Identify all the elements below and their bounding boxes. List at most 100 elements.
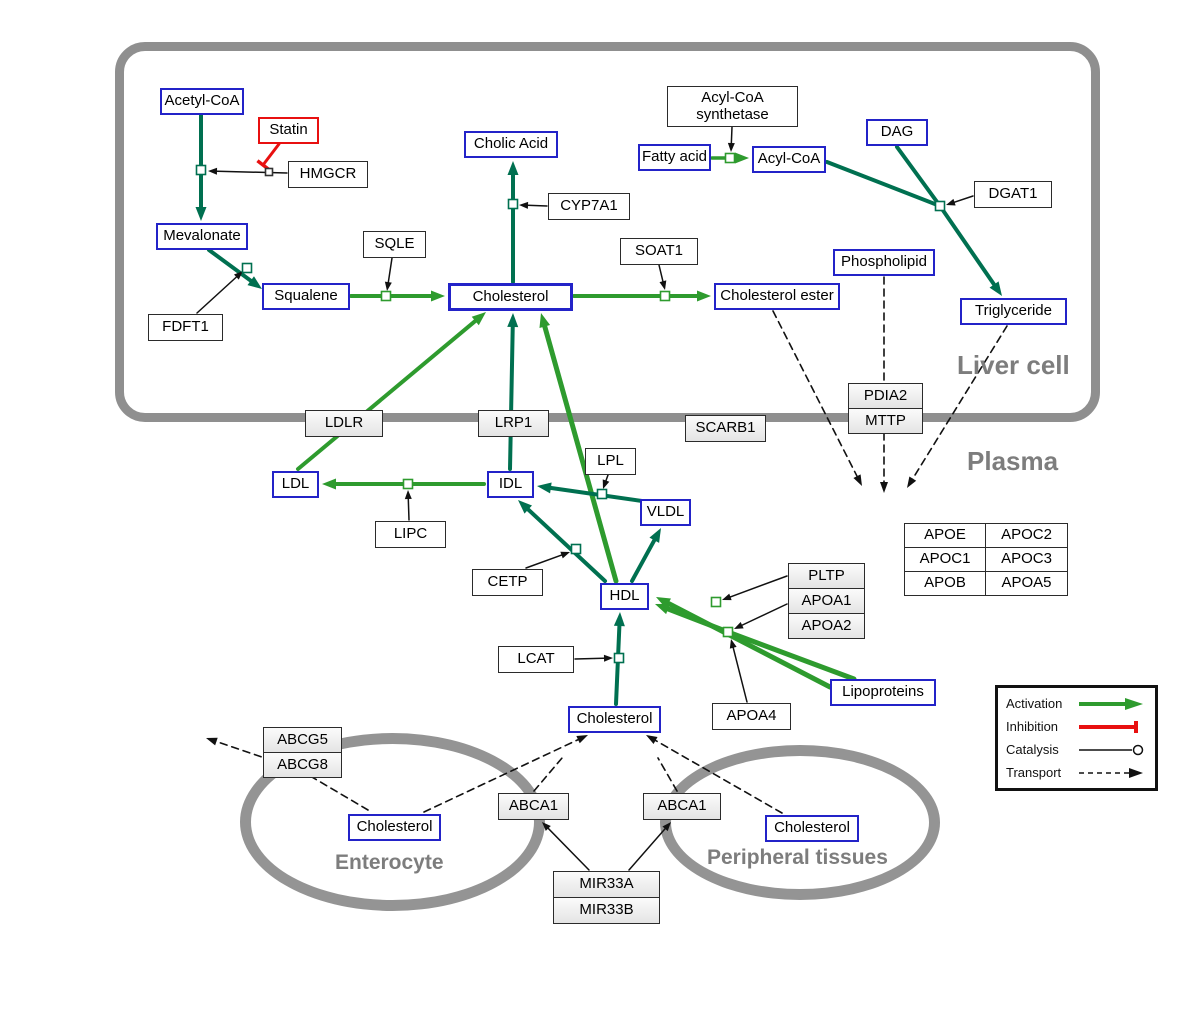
node-pdia2[interactable]: PDIA2	[848, 383, 923, 409]
node-apoc3[interactable]: APOC3	[985, 547, 1068, 572]
conversion-node-10	[710, 596, 722, 608]
node-mevalonate[interactable]: Mevalonate	[156, 223, 248, 250]
edge-hmgcr-catalysis	[212, 170, 288, 174]
node-apoa1[interactable]: APOA1	[788, 588, 865, 614]
node-statin[interactable]: Statin	[258, 117, 319, 144]
node-cholesterol-ester[interactable]: Cholesterol ester	[714, 283, 840, 310]
node-lipc[interactable]: LIPC	[375, 521, 446, 548]
node-pltp[interactable]: PLTP	[788, 563, 865, 589]
catalysis-circle-icon	[1079, 744, 1144, 755]
node-vldl[interactable]: VLDL	[640, 499, 691, 526]
edge-apoa1-apoa2-catalysis	[737, 603, 788, 628]
node-abcg5[interactable]: ABCG5	[263, 727, 342, 753]
legend-transport-label: Transport	[1006, 765, 1062, 780]
arrowhead-mir33-to-abca1-enterocyte	[542, 822, 551, 831]
node-fatty-acid[interactable]: Fatty acid	[638, 144, 711, 171]
edge-statin-inhibits-hmgcr	[261, 142, 281, 167]
node-apoe[interactable]: APOE	[904, 523, 986, 548]
node-cyp7a1[interactable]: CYP7A1	[548, 193, 630, 220]
node-sqle[interactable]: SQLE	[363, 231, 426, 258]
enterocyte-region	[240, 733, 545, 911]
arrowhead-cetp-catalysis	[560, 551, 570, 559]
node-soat1[interactable]: SOAT1	[620, 238, 698, 265]
arrowhead-fdft1-catalysis	[233, 271, 243, 280]
edge-lipc-catalysis	[407, 494, 410, 521]
node-mir33b[interactable]: MIR33B	[553, 897, 660, 924]
edge-abca1-enterocyte-stub	[533, 757, 563, 792]
edge-mevalonate-to-squalene	[207, 248, 256, 286]
conversion-node-0	[195, 164, 207, 176]
arrowhead-apoa1-apoa2-catalysis	[734, 621, 744, 629]
node-mir33a[interactable]: MIR33A	[553, 871, 660, 898]
node-acyl-coa-synthetase[interactable]: Acyl-CoA synthetase	[667, 86, 798, 127]
node-ldlr[interactable]: LDLR	[305, 410, 383, 437]
node-hmgcr[interactable]: HMGCR	[288, 161, 368, 188]
edge-fdft1-catalysis	[196, 273, 241, 314]
node-cholesterol-enterocyte[interactable]: Cholesterol	[348, 814, 441, 841]
node-triglyceride[interactable]: Triglyceride	[960, 298, 1067, 325]
node-apoa2[interactable]: APOA2	[788, 613, 865, 639]
arrowhead-cholesterol-to-cholic-acid	[507, 161, 519, 175]
arrowhead-vldl-to-idl	[537, 482, 552, 494]
arrowhead-lcat-catalysis	[603, 654, 613, 662]
node-lrp1[interactable]: LRP1	[478, 410, 549, 437]
edge-cholesterol-ester-secretion	[772, 310, 860, 481]
transport-dashed-arrow-icon	[1079, 767, 1143, 778]
node-cholesterol-plasma[interactable]: Cholesterol	[568, 706, 661, 733]
arrowhead-apoa4-catalysis	[729, 639, 737, 649]
arrowhead-acyl-coa-synthetase-catalysis	[727, 142, 735, 152]
legend-row-activation: Activation	[1006, 696, 1147, 712]
legend-row-catalysis: Catalysis	[1006, 742, 1147, 758]
edge-mir33-to-abca1-peripheral	[628, 825, 669, 871]
node-cholesterol-liver[interactable]: Cholesterol	[448, 283, 573, 311]
node-mttp[interactable]: MTTP	[848, 408, 923, 434]
arrowhead-soat1-catalysis	[659, 280, 667, 290]
node-acyl-coa[interactable]: Acyl-CoA	[752, 146, 826, 173]
activation-arrow-icon	[1079, 697, 1143, 710]
arrowhead-idl-to-ldl	[322, 478, 336, 490]
legend-catalysis-label: Catalysis	[1006, 742, 1059, 757]
node-apoc1[interactable]: APOC1	[904, 547, 986, 572]
arrowhead-cholesterol-abcg-efflux	[206, 737, 218, 746]
node-apob[interactable]: APOB	[904, 571, 986, 596]
node-dag[interactable]: DAG	[866, 119, 928, 146]
node-abca1-enterocyte[interactable]: ABCA1	[498, 793, 569, 820]
node-hdl[interactable]: HDL	[600, 583, 649, 610]
conversion-node-4	[659, 290, 671, 302]
arrowhead-hdl-to-vldl	[649, 528, 661, 543]
node-idl[interactable]: IDL	[487, 471, 534, 498]
edge-hdl-to-vldl	[630, 534, 659, 583]
edge-peripheral-cholesterol-efflux	[651, 737, 783, 814]
node-cholesterol-peripheral[interactable]: Cholesterol	[765, 815, 859, 842]
legend-inhibition-label: Inhibition	[1006, 719, 1059, 734]
node-abca1-peripheral[interactable]: ABCA1	[643, 793, 721, 820]
arrowhead-hdl-to-idl-cetp	[518, 500, 532, 514]
node-dgat1[interactable]: DGAT1	[974, 181, 1052, 208]
node-lcat[interactable]: LCAT	[498, 646, 574, 673]
node-cholic-acid[interactable]: Cholic Acid	[464, 131, 558, 158]
node-acetyl-coa[interactable]: Acetyl-CoA	[160, 88, 244, 115]
node-abcg8[interactable]: ABCG8	[263, 752, 342, 778]
node-phospholipid[interactable]: Phospholipid	[833, 249, 935, 276]
node-lipoproteins[interactable]: Lipoproteins	[830, 679, 936, 706]
node-apoa5[interactable]: APOA5	[985, 571, 1068, 596]
node-squalene[interactable]: Squalene	[262, 283, 350, 310]
node-apoa4[interactable]: APOA4	[712, 703, 791, 730]
legend-activation-label: Activation	[1006, 696, 1063, 711]
region-label-plasma: Plasma	[967, 446, 1059, 476]
edge-ldl-to-cholesterol	[296, 316, 481, 471]
node-fdft1[interactable]: FDFT1	[148, 314, 223, 341]
node-scarb1[interactable]: SCARB1	[685, 415, 766, 442]
node-cetp[interactable]: CETP	[472, 569, 543, 596]
node-apoc2[interactable]: APOC2	[985, 523, 1068, 548]
arrowhead-acyl-coa-to-triglyceride	[989, 281, 1002, 296]
liver-cell-region	[115, 42, 1100, 422]
node-lpl[interactable]: LPL	[585, 448, 636, 475]
region-label-enterocyte: Enterocyte	[335, 851, 444, 874]
inhibition-bar-icon	[1079, 720, 1138, 733]
conversion-node-9	[570, 543, 582, 555]
node-ldl[interactable]: LDL	[272, 471, 319, 498]
arrowhead-lipc-catalysis	[404, 490, 412, 500]
